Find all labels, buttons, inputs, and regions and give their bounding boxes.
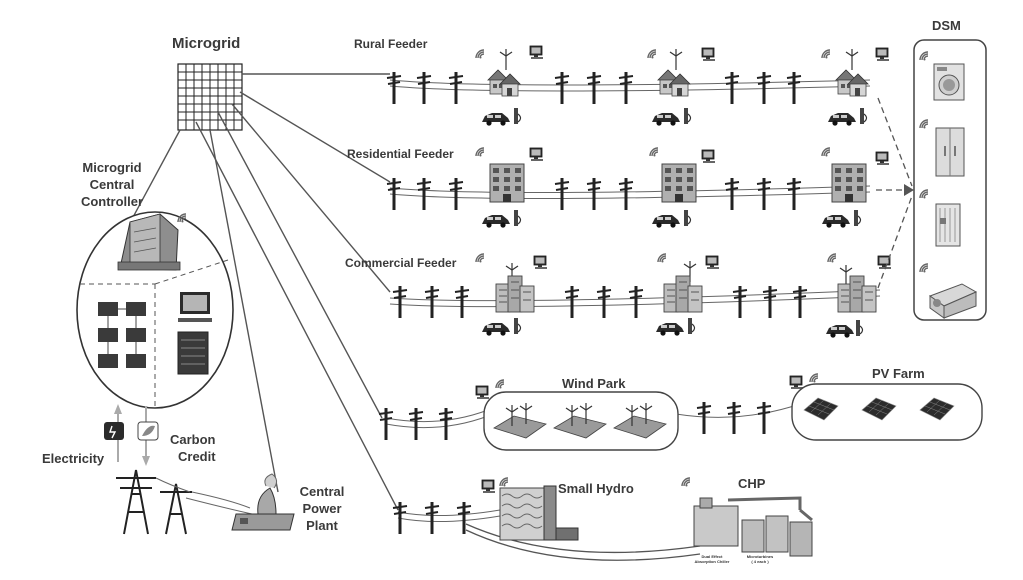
wind-park: Wind Park: [483, 376, 679, 451]
electricity-carbon-flow: Electricity Carbon Credit: [42, 404, 216, 466]
computer-icon: [178, 292, 212, 322]
ac-unit-icon: [928, 283, 978, 319]
residential-node-1: [475, 147, 544, 228]
washing-machine-icon: [933, 63, 965, 101]
small-hydro-label: Small Hydro: [558, 481, 634, 496]
controller-circle: [76, 211, 234, 409]
microgrid-title: Microgrid: [172, 35, 240, 52]
residential-feeder-label: Residential Feeder: [347, 147, 454, 161]
wind-pv-feeder: [377, 373, 819, 442]
electricity-label: Electricity: [42, 451, 105, 466]
pv-farm: PV Farm: [791, 366, 983, 441]
residential-feeder: [385, 147, 890, 228]
residential-node-2: [649, 147, 716, 228]
microgrid-grid-icon: [177, 63, 243, 131]
transmission-wires: [155, 477, 253, 515]
chp-label: CHP: [738, 476, 766, 491]
commercial-feeder: [389, 253, 892, 338]
building-icon: [117, 213, 181, 271]
svg-text:Central: Central: [300, 484, 345, 499]
transmission-tower-icon: [116, 469, 192, 535]
wind-park-label: Wind Park: [562, 376, 626, 391]
rural-node-1: [475, 45, 544, 126]
fridge-icon: [935, 127, 965, 177]
controller-label: Microgrid Central Controller: [81, 160, 143, 209]
power-plant-icon: [231, 473, 295, 531]
carbon-credit-label-2: Credit: [178, 449, 216, 464]
chp-microturbines-label: Microturbines: [747, 554, 774, 559]
electricity-icon: [104, 422, 124, 440]
dsm-label: DSM: [932, 18, 961, 33]
hydro-chp-feeder: [391, 477, 701, 561]
pv-farm-label: PV Farm: [872, 366, 925, 381]
svg-text:Microgrid: Microgrid: [82, 160, 141, 175]
svg-text:Plant: Plant: [306, 518, 338, 533]
dsm-panel: DSM: [913, 18, 987, 321]
svg-text:Central: Central: [90, 177, 135, 192]
rural-feeder: [385, 45, 890, 126]
chp-plant-icon: CHP Dual Effect Absorption Chiller Micro…: [693, 476, 813, 564]
commercial-node-1: [475, 253, 548, 336]
rural-node-2: [647, 47, 716, 126]
residential-node-3: [821, 147, 890, 228]
chp-chiller-label: Dual Effect: [702, 554, 724, 559]
battery-icon: [98, 302, 146, 368]
dam-icon: Small Hydro: [499, 481, 634, 541]
central-power-plant-label: Central Power Plant: [300, 484, 345, 533]
commercial-feeder-label: Commercial Feeder: [345, 256, 457, 270]
chp-microturbines-label-2: ( 4 each ): [751, 559, 769, 564]
dsm-links: [876, 97, 913, 289]
chp-chiller-label-2: Absorption Chiller: [695, 559, 730, 564]
svg-text:Controller: Controller: [81, 194, 143, 209]
control-lines: [124, 73, 399, 511]
commercial-node-2: [656, 253, 720, 336]
server-icon: [177, 331, 209, 375]
rural-feeder-label: Rural Feeder: [354, 37, 428, 51]
carbon-credit-label: Carbon: [170, 432, 216, 447]
commercial-node-3: [826, 253, 892, 338]
svg-text:Power: Power: [302, 501, 341, 516]
wind-turbine-icon: [493, 402, 667, 439]
heater-icon: [935, 203, 961, 247]
